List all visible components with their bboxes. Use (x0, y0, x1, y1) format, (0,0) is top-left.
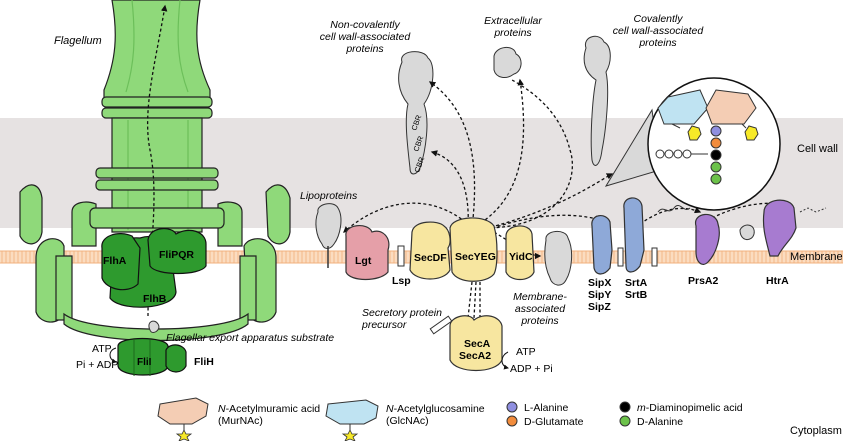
seca2-label: SecA2 (459, 350, 491, 362)
membrane-assoc-label-3: proteins (520, 315, 559, 327)
flagellum-atp-label: ATP (92, 343, 112, 355)
extracellular-label-1: Extracellular (484, 15, 542, 27)
legend-m-dap-italic: m (637, 402, 646, 414)
srtb-label: SrtB (625, 289, 648, 301)
legend-glcnac-abbr: (GlcNAc) (386, 415, 429, 427)
flagellum-structure (19, 0, 291, 342)
sipy-label: SipY (588, 289, 611, 301)
lipoproteins-label: Lipoproteins (300, 190, 358, 202)
lipoprotein (315, 203, 342, 249)
htra-protein (762, 199, 797, 257)
legend-glcnac-italic: N (386, 403, 394, 415)
flagellum-atp-products: Pi + ADP (76, 359, 118, 371)
legend-l-alanine-dot (506, 401, 518, 413)
legend: N-Acetylmuramic acid (MurNAc) N-Acetylgl… (157, 397, 743, 441)
seca-label: SecA (464, 338, 491, 350)
covalent-protein (583, 35, 611, 166)
cell-wall-label: Cell wall (797, 143, 838, 155)
covalent-label-2: cell wall-associated (613, 25, 705, 37)
legend-m-dap-dot (619, 401, 631, 413)
secretory-precursor-signal (429, 315, 453, 335)
legend-murnac-italic: N (218, 403, 226, 415)
flipqr-label: FliPQR (159, 249, 194, 261)
secyeg-label: SecYEG (455, 251, 496, 263)
secdf-label: SecDF (414, 252, 447, 264)
sipz-label: SipZ (588, 301, 611, 313)
yidc-label: YidC (509, 251, 533, 263)
lsp-signal (397, 245, 405, 267)
cytoplasm-label: Cytoplasm (790, 425, 842, 437)
non-covalent-label-2: cell wall-associated (320, 31, 412, 43)
flagellum-title: Flagellum (54, 35, 102, 47)
extracellular-protein (493, 47, 522, 78)
sip-protein (591, 215, 613, 275)
precursor-label-2: precursor (361, 319, 407, 331)
legend-l-alanine: L-Alanine (524, 402, 569, 414)
folded-substrate (739, 224, 755, 240)
svg-text:N-Acetylglucosamine: N-Acetylglucosamine (386, 403, 485, 415)
sec-atp-products: ADP + Pi (510, 363, 553, 375)
secyeg-protein (449, 217, 498, 282)
covalent-label-1: Covalently (633, 13, 683, 25)
flii-label: FliI (137, 357, 152, 368)
membrane-associated-protein (544, 231, 573, 286)
flih-protein (165, 344, 187, 373)
lsp-label: Lsp (392, 275, 411, 287)
extracellular-label-2: proteins (493, 27, 532, 39)
legend-murnac-abbr: (MurNAc) (218, 415, 263, 427)
sec-atp-label: ATP (516, 346, 536, 358)
prsa2-label: PrsA2 (688, 275, 719, 287)
legend-d-alanine: D-Alanine (637, 416, 683, 428)
prsa2-protein (695, 213, 720, 265)
lgt-label: Lgt (355, 255, 372, 267)
flih-label: FliH (194, 356, 214, 368)
legend-d-glutamate-dot (506, 415, 518, 427)
yidc-protein (505, 225, 535, 281)
flhb-label: FlhB (143, 293, 167, 305)
legend-m-dap-rest: -Diaminopimelic acid (646, 402, 743, 414)
legend-murnac: N-Acetylmuramic acid (MurNAc) (157, 397, 320, 441)
legend-d-glutamate: D-Glutamate (524, 416, 584, 428)
legend-d-alanine-dot (619, 415, 631, 427)
membrane-assoc-label-2: associated (515, 303, 566, 315)
flipqr-protein (147, 228, 207, 275)
peptidoglycan-zoom (604, 77, 781, 211)
precursor-label-1: Secretory protein (362, 307, 442, 319)
svg-text:m-Diaminopimelic acid: m-Diaminopimelic acid (637, 402, 743, 414)
srta-label: SrtA (625, 277, 648, 289)
legend-murnac-rest: -Acetylmuramic acid (226, 403, 321, 415)
non-covalent-label-3: proteins (345, 43, 384, 55)
svg-text:N-Acetylmuramic acid: N-Acetylmuramic acid (218, 403, 320, 415)
lgt-protein (345, 225, 390, 281)
flha-protein (101, 233, 141, 291)
seca-protein (449, 315, 503, 371)
membrane-label: Membrane (790, 251, 843, 263)
flagellar-substrate-label: Flagellar export apparatus substrate (166, 332, 334, 344)
srt-protein (623, 197, 645, 273)
covalent-label-3: proteins (638, 37, 677, 49)
htra-label: HtrA (766, 275, 789, 287)
non-covalent-label-1: Non-covalently (330, 19, 400, 31)
flha-label: FlhA (103, 255, 127, 267)
legend-glcnac-rest: -Acetylglucosamine (394, 403, 485, 415)
secdf-protein (409, 221, 451, 280)
legend-glcnac: N-Acetylglucosamine (GlcNAc) (325, 399, 485, 441)
sipx-label: SipX (588, 277, 611, 289)
membrane-assoc-label-1: Membrane- (513, 291, 567, 303)
